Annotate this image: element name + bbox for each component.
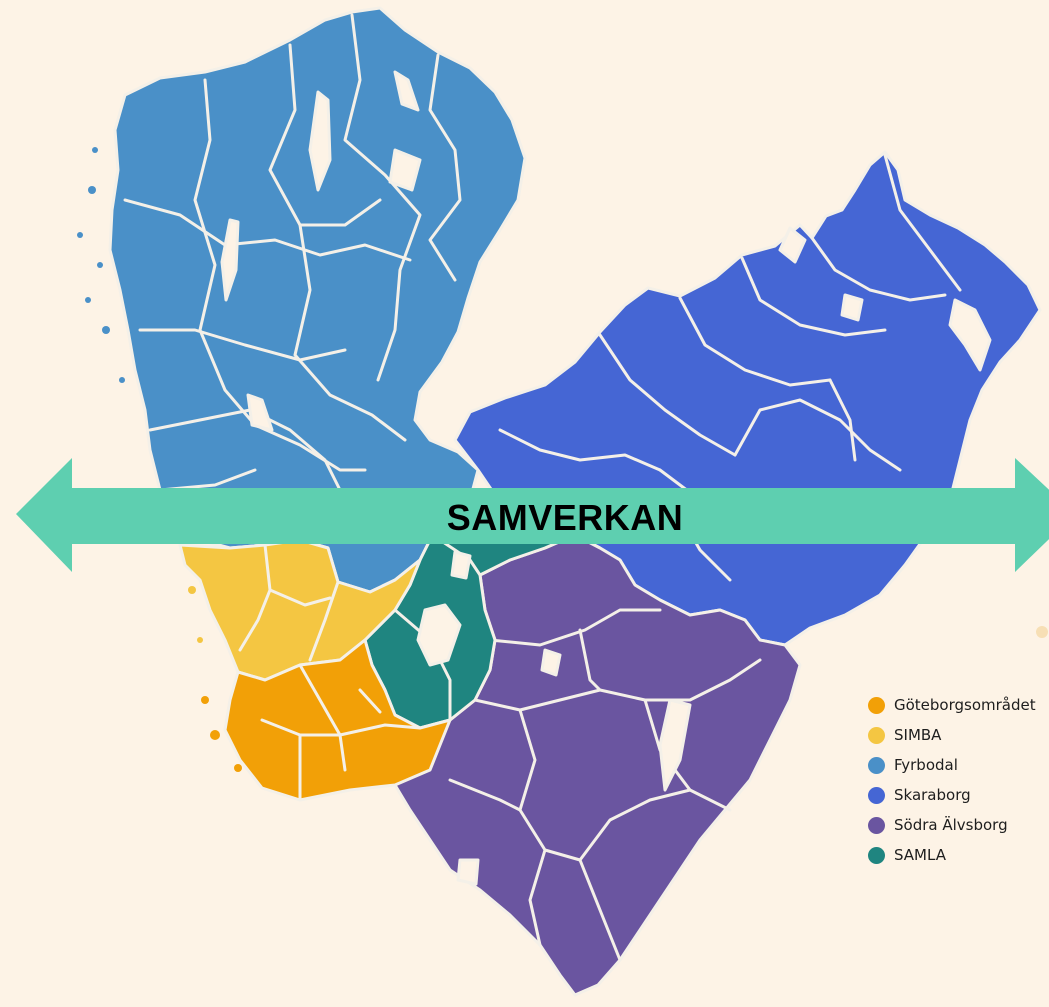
legend-item: Södra Älvsborg bbox=[868, 810, 1049, 840]
legend-label: Fyrbodal bbox=[894, 756, 958, 774]
legend-label: SIMBA bbox=[894, 726, 942, 744]
legend-item: SAMLA bbox=[868, 840, 1049, 870]
legend-item: Skaraborg bbox=[868, 780, 1049, 810]
legend-label: Skaraborg bbox=[894, 786, 971, 804]
legend-swatch bbox=[868, 786, 885, 804]
legend-label: Södra Älvsborg bbox=[894, 816, 1008, 834]
legend: Göteborgsområdet SIMBA Fyrbodal Skarabor… bbox=[868, 690, 1049, 870]
legend-label: Göteborgsområdet bbox=[894, 696, 1036, 714]
legend-swatch bbox=[868, 846, 885, 864]
legend-swatch bbox=[868, 756, 885, 774]
legend-item: Göteborgsområdet bbox=[868, 690, 1049, 720]
banner-label: SAMVERKAN bbox=[446, 497, 684, 538]
legend-item: Fyrbodal bbox=[868, 750, 1049, 780]
legend-item: SIMBA bbox=[868, 720, 1049, 750]
region-fyrbodal[interactable] bbox=[108, 6, 527, 594]
legend-swatch bbox=[868, 726, 885, 744]
samverkan-arrow-banner bbox=[16, 458, 1049, 572]
coastal-islets bbox=[77, 147, 1048, 772]
region-goteborgsomradet[interactable] bbox=[223, 638, 452, 802]
legend-swatch bbox=[868, 816, 885, 834]
legend-swatch bbox=[868, 696, 885, 714]
legend-label: SAMLA bbox=[894, 846, 946, 864]
